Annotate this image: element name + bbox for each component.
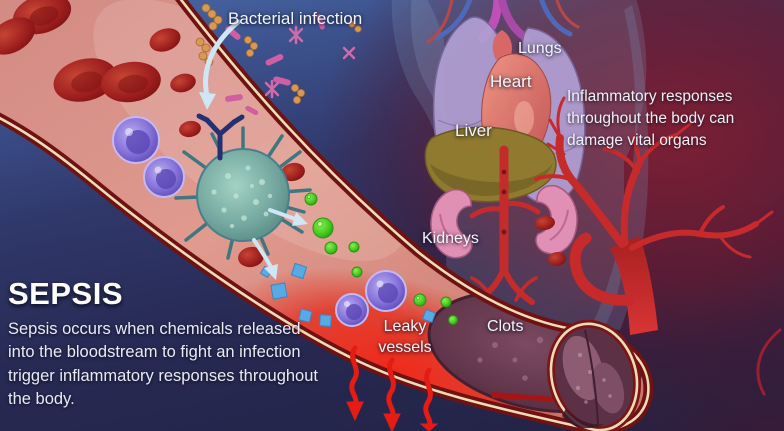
chemical-squares <box>259 262 437 327</box>
macrophage-cell <box>174 113 312 260</box>
kidneys-label: Kidneys <box>422 230 479 247</box>
antibody-icon <box>196 113 245 161</box>
cytokine-particles <box>304 192 458 325</box>
macrophage-texture <box>211 165 273 229</box>
bacteria-star-icon <box>264 25 356 99</box>
inflammatory-note: Inflammatory responses throughout the bo… <box>567 88 735 149</box>
liver-label: Liver <box>455 121 492 140</box>
bacteria-rod-icon <box>225 14 325 116</box>
clot-cross-section-texture <box>575 352 612 404</box>
vessel-opening <box>546 319 642 431</box>
kidneys-organ <box>430 184 578 259</box>
page-title: SEPSIS <box>8 276 123 311</box>
release-arrow-down-icon <box>252 238 278 280</box>
infection-arrow-icon <box>199 19 241 110</box>
description-text: Sepsis occurs when chemicals released in… <box>8 320 318 409</box>
red-blood-cells <box>0 0 566 268</box>
clots-label: Clots <box>487 318 524 335</box>
leak-arrows <box>346 345 439 431</box>
bacteria-chain-icon <box>195 3 362 105</box>
leaky-vessels-label: Leaky vessels <box>378 318 432 356</box>
lungs-label: Lungs <box>518 40 562 57</box>
release-arrow-right-icon <box>268 208 308 226</box>
heart-label: Heart <box>490 72 532 91</box>
branching-vessels <box>534 96 782 396</box>
bacteria-cluster <box>195 3 362 116</box>
bacterial-infection-label: Bacterial infection <box>228 9 363 28</box>
liver-organ <box>424 126 557 203</box>
lumen-highlight <box>93 0 407 262</box>
white-blood-cells <box>112 116 407 327</box>
